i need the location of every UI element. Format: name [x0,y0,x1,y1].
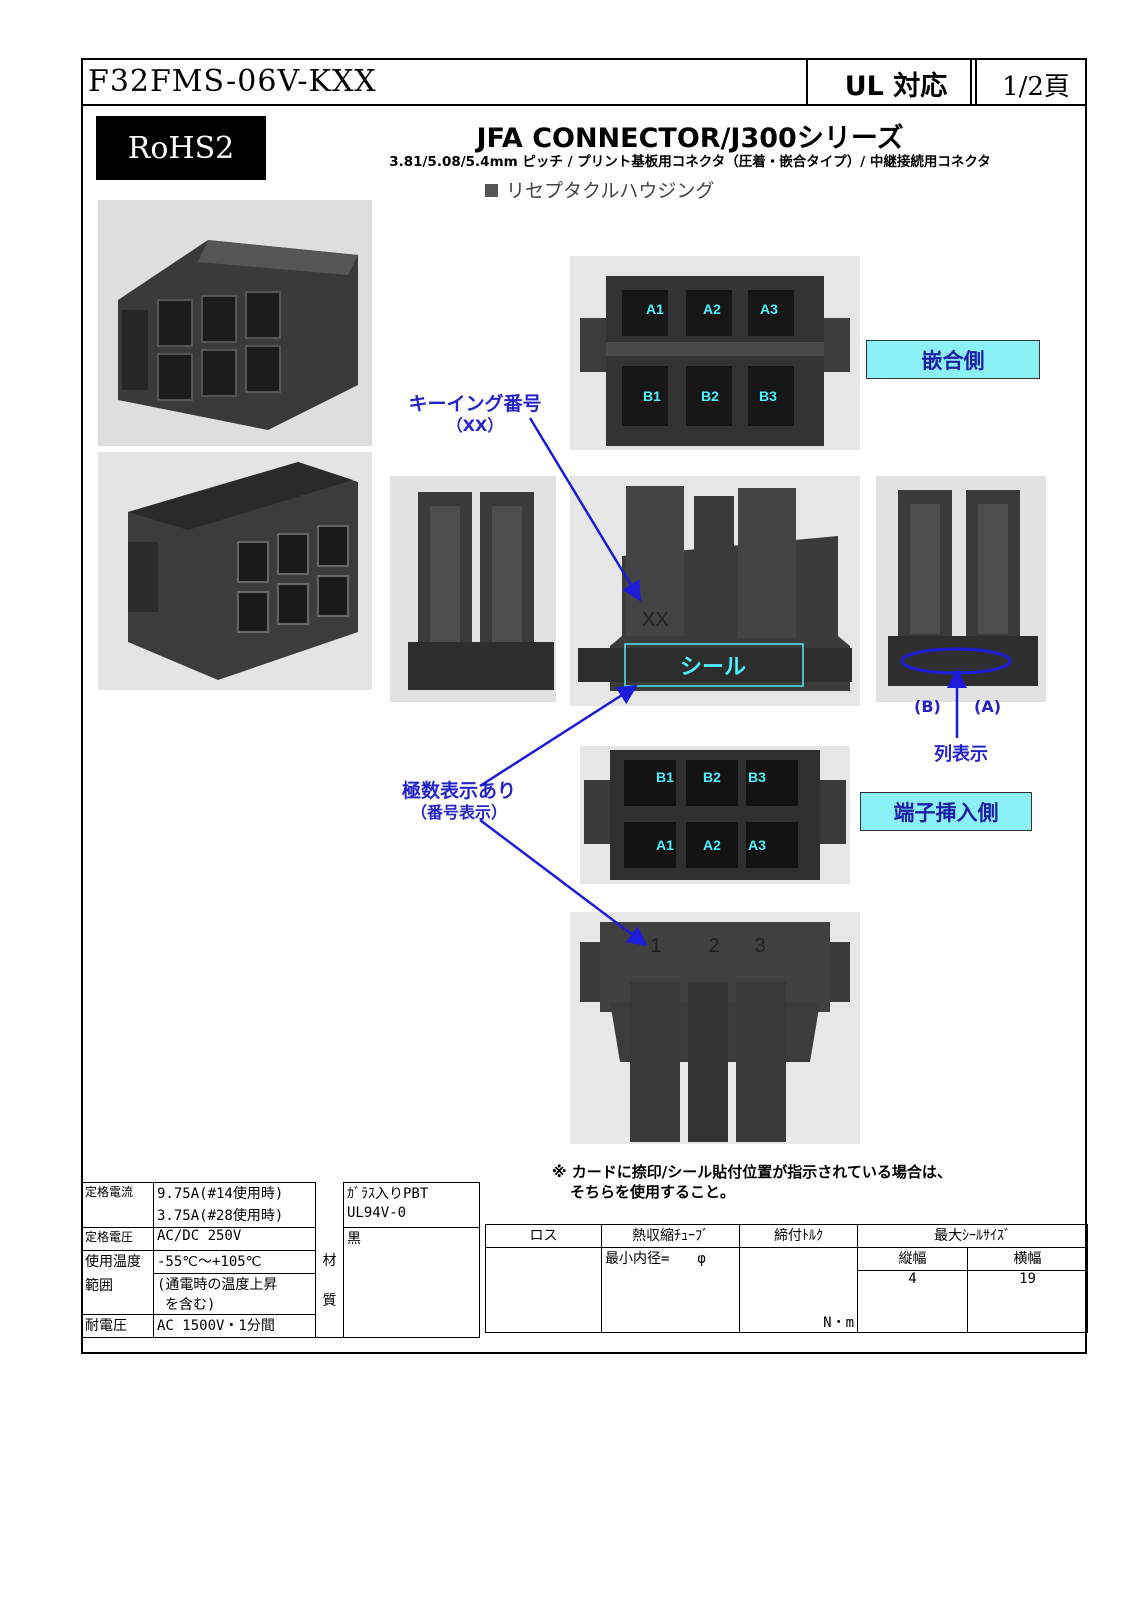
material-label-2: 質 [322,1292,337,1309]
keying-mark: XX [642,609,669,631]
loss-value [485,1247,602,1333]
photo-back-view: 1 2 3 [570,912,860,1144]
spec-table: 定格電流 9.75A(#14使用時) 材 質 ｶﾞﾗｽ入りPBT 3.75A(#… [81,1182,480,1338]
ul-label: UL 対応 [844,71,948,102]
rated-current-label: 定格電流 [81,1182,154,1228]
insert-label-b2: B2 [703,769,721,785]
part-number: F32FMS-06V-KXX [88,64,377,99]
temp-3: を含む) [165,1297,216,1313]
pole-display-sub: （番号表示） [410,803,507,822]
temp-1: -55℃～+105℃ [153,1250,316,1274]
mating-label-a1: A1 [646,301,664,317]
page-subtitle: 3.81/5.08/5.4mm ピッチ / プリント基板用コネクタ（圧着・嵌合タ… [389,154,991,170]
mating-side-label: 嵌合側 [866,340,1040,379]
seal-arrow [479,684,638,788]
keying-callout-sub: （XX） [446,416,504,435]
page-title: JFA CONNECTOR/J300シリーズ [476,123,904,154]
right-table: ロス 熱収縮ﾁｭｰﾌﾞ 締付ﾄﾙｸ 最大ｼｰﾙｻｲｽﾞ 最小内径= φ N・m … [485,1224,1088,1333]
material-2: UL94V-0 [343,1205,480,1228]
mating-label-b2: B2 [701,388,719,404]
note-line-1: ※ カードに捺印/シール貼付位置が指示されている場合は、 [552,1163,952,1181]
torque-unit: N・m [739,1247,858,1333]
photo-iso-front [98,200,372,446]
note: ※ カードに捺印/シール貼付位置が指示されている場合は、 そちらを使用すること。 [552,1162,952,1202]
seal-height-label: 縦幅 [857,1247,968,1271]
seal-size-header: 最大ｼｰﾙｻｲｽﾞ [857,1224,1088,1248]
header-divider [81,104,1087,106]
note-line-2: そちらを使用すること。 [570,1183,736,1201]
insert-label-a2: A2 [703,837,721,853]
pole-number-2: 2 [708,935,719,957]
rohs-badge: RoHS2 [96,116,266,180]
photo-right-side [876,476,1046,702]
mating-label-a3: A3 [760,301,778,317]
row-a-label: (A) [974,697,1002,716]
temp-2: (通電時の温度上昇 [157,1277,278,1293]
photo-iso-back [98,452,372,690]
seal-width: 19 [967,1270,1088,1333]
withstand: AC 1500V・1分間 [153,1314,316,1338]
temp-range-label: 使用温度 範囲 [81,1250,154,1315]
pole-arrow [479,819,648,947]
insert-label-b1: B1 [656,769,674,785]
material-label-1: 材 [322,1252,337,1269]
withstand-label: 耐電圧 [81,1314,154,1338]
temp-label-1: 使用温度 [85,1254,141,1270]
header-sep-1 [806,58,808,104]
pole-display-callout: 極数表示あり （番号表示） [374,780,544,824]
seal-height: 4 [857,1270,968,1333]
keying-callout: キーイング番号 （XX） [390,393,560,437]
pole-number-1: 1 [650,935,661,957]
keying-arrow [528,417,642,602]
rated-voltage-label: 定格電圧 [81,1227,154,1251]
mating-label-b1: B1 [643,388,661,404]
seal-width-label: 横幅 [967,1247,1088,1271]
pole-number-3: 3 [754,935,765,957]
drawing-frame [81,58,1087,1354]
torque-header: 締付ﾄﾙｸ [739,1224,858,1248]
rated-voltage: AC/DC 250V [153,1227,316,1251]
rated-current-2: 3.75A(#28使用時) [153,1205,316,1228]
heat-shrink-header: 熱収縮ﾁｭｰﾌﾞ [601,1224,740,1248]
square-bullet-icon [485,184,498,197]
min-inner-diameter: 最小内径= φ [601,1247,740,1333]
page-label: 1/2頁 [1002,72,1070,102]
insert-label-a1: A1 [656,837,674,853]
photo-front-view: XX シール [570,476,860,706]
insert-side-label: 端子挿入側 [860,792,1032,831]
rated-current-1: 9.75A(#14使用時) [153,1182,316,1205]
pole-display-text: 極数表示あり [401,780,516,802]
photo-mating-side: A1 A2 A3 B1 B2 B3 [570,256,860,450]
insert-label-b3: B3 [748,769,766,785]
insert-label-a3: A3 [748,837,766,853]
mating-label-b3: B3 [759,388,777,404]
loss-header: ロス [485,1224,602,1248]
temp-label-2: 範囲 [85,1278,113,1294]
row-b-label: (B) [914,697,941,716]
material-1: ｶﾞﾗｽ入りPBT [343,1182,480,1205]
product-type-text: リセプタクルハウジング [506,180,715,202]
header-sep-2 [970,58,972,104]
seal-label: シール [680,655,746,680]
row-display-label: 列表示 [934,744,988,765]
keying-callout-text: キーイング番号 [408,393,542,415]
mating-label-a2: A2 [703,301,721,317]
temp-detail: (通電時の温度上昇 を含む) [153,1273,316,1315]
product-type: リセプタクルハウジング [485,176,714,203]
photo-left-side [390,476,556,702]
photo-insert-side: B1 B2 B3 A1 A2 A3 [580,746,850,884]
material-label: 材 質 [315,1182,344,1338]
material-3: 黒 [343,1227,480,1338]
header-sep-3 [975,58,977,104]
seal-area [624,643,804,687]
